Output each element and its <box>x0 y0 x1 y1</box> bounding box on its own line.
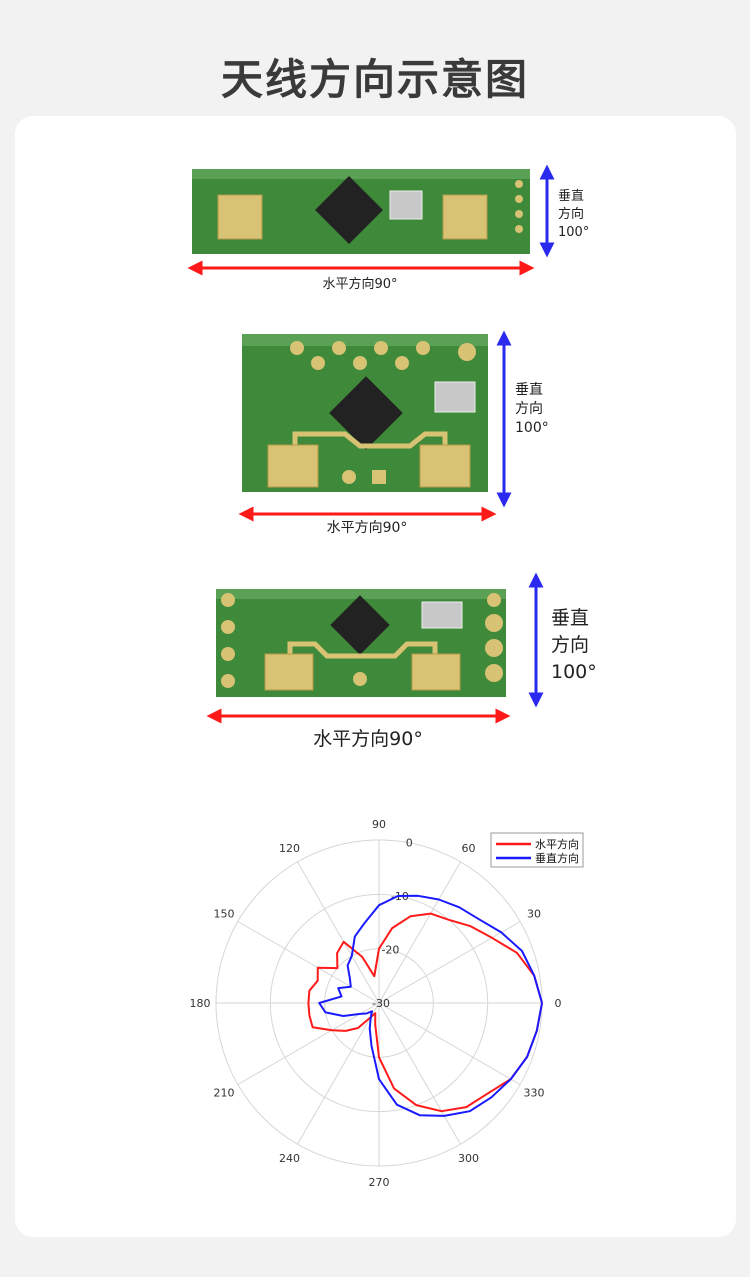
module-2-vertical-label-1: 垂直 <box>515 381 543 398</box>
polar-angle-tick-label: 60 <box>462 842 476 855</box>
module-2-chip <box>329 376 403 450</box>
polar-angle-tick-label: 150 <box>213 908 234 921</box>
diagram-canvas: 水平方向90° 垂直 方向 100° 水平方向90° 垂直 方向 100° <box>187 164 597 1189</box>
polar-grid-spoke <box>297 1002 380 1145</box>
polar-grid-spoke <box>378 921 521 1004</box>
module-2-antenna-right <box>419 444 471 488</box>
module-2: 水平方向90° 垂直 方向 100° <box>238 330 549 536</box>
polar-grid-spoke <box>378 1002 521 1085</box>
polar-angle-tick-label: 300 <box>458 1152 479 1165</box>
polar-grid-spoke <box>297 861 380 1004</box>
module-3-antenna-left <box>264 653 314 691</box>
module-1-vertical-label-1: 垂直 <box>558 189 584 204</box>
module-3-horizontal-label: 水平方向90° <box>313 728 423 750</box>
module-3-vertical-label-3: 100° <box>551 661 597 683</box>
polar-angle-tick-label: 180 <box>190 997 211 1010</box>
module-3-vertical-label-1: 垂直 <box>551 607 589 629</box>
legend-entry-label: 垂直方向 <box>535 851 579 865</box>
module-1-vertical-label-2: 方向 <box>558 206 584 222</box>
module-1-horizontal-label: 水平方向90° <box>322 276 397 292</box>
legend-entry-label: 水平方向 <box>535 837 579 851</box>
module-3-chip <box>330 595 390 655</box>
polar-grid <box>215 839 543 1167</box>
module-2-vertical-label-2: 方向 <box>515 401 543 417</box>
polar-radial-labels: 0-10-20-30 <box>372 836 413 1010</box>
polar-radial-tick-label: -30 <box>372 997 390 1010</box>
module-1-chip <box>315 176 383 244</box>
polar-angle-tick-label: 0 <box>555 997 562 1010</box>
module-2-crystal <box>434 381 476 413</box>
polar-radial-tick-label: -20 <box>381 943 399 956</box>
polar-grid-spoke <box>237 921 380 1004</box>
polar-series-line <box>318 894 543 1117</box>
module-2-vertical-label-3: 100° <box>515 420 549 436</box>
polar-radial-tick-label: 0 <box>406 836 413 849</box>
module-3-crystal <box>421 601 463 629</box>
page-title: 天线方向示意图 <box>220 55 529 104</box>
polar-angle-tick-label: 90 <box>372 818 386 831</box>
polar-angle-labels: 0 30 60 90 120 150 180 210 240 270 300 330 <box>190 818 562 1189</box>
module-3-antenna-right <box>411 653 461 691</box>
module-3: 水平方向90° 垂直 方向 100° <box>206 572 597 750</box>
module-1: 水平方向90° 垂直 方向 100° <box>187 164 589 292</box>
polar-angle-tick-label: 120 <box>279 842 300 855</box>
legend-box <box>490 832 584 868</box>
polar-angle-tick-label: 270 <box>369 1176 390 1189</box>
module-1-antenna-left <box>217 194 263 240</box>
polar-angle-tick-label: 240 <box>279 1152 300 1165</box>
module-2-antenna-left <box>267 444 319 488</box>
module-3-vertical-label-2: 方向 <box>551 634 589 656</box>
module-1-antenna-right <box>442 194 488 240</box>
content-card: 水平方向90° 垂直 方向 100° 水平方向90° 垂直 方向 100° <box>15 116 736 1237</box>
polar-series <box>307 894 543 1117</box>
polar-angle-tick-label: 30 <box>527 908 541 921</box>
polar-grid-spoke <box>378 861 461 1004</box>
polar-angle-tick-label: 330 <box>524 1087 545 1100</box>
polar-grid-spoke <box>378 1002 461 1145</box>
polar-series-line <box>307 912 543 1113</box>
module-1-vertical-label-3: 100° <box>558 225 589 240</box>
polar-angle-tick-label: 210 <box>213 1087 234 1100</box>
module-1-crystal <box>389 190 423 220</box>
polar-grid-spoke <box>237 1002 380 1085</box>
module-2-horizontal-label: 水平方向90° <box>327 520 408 536</box>
